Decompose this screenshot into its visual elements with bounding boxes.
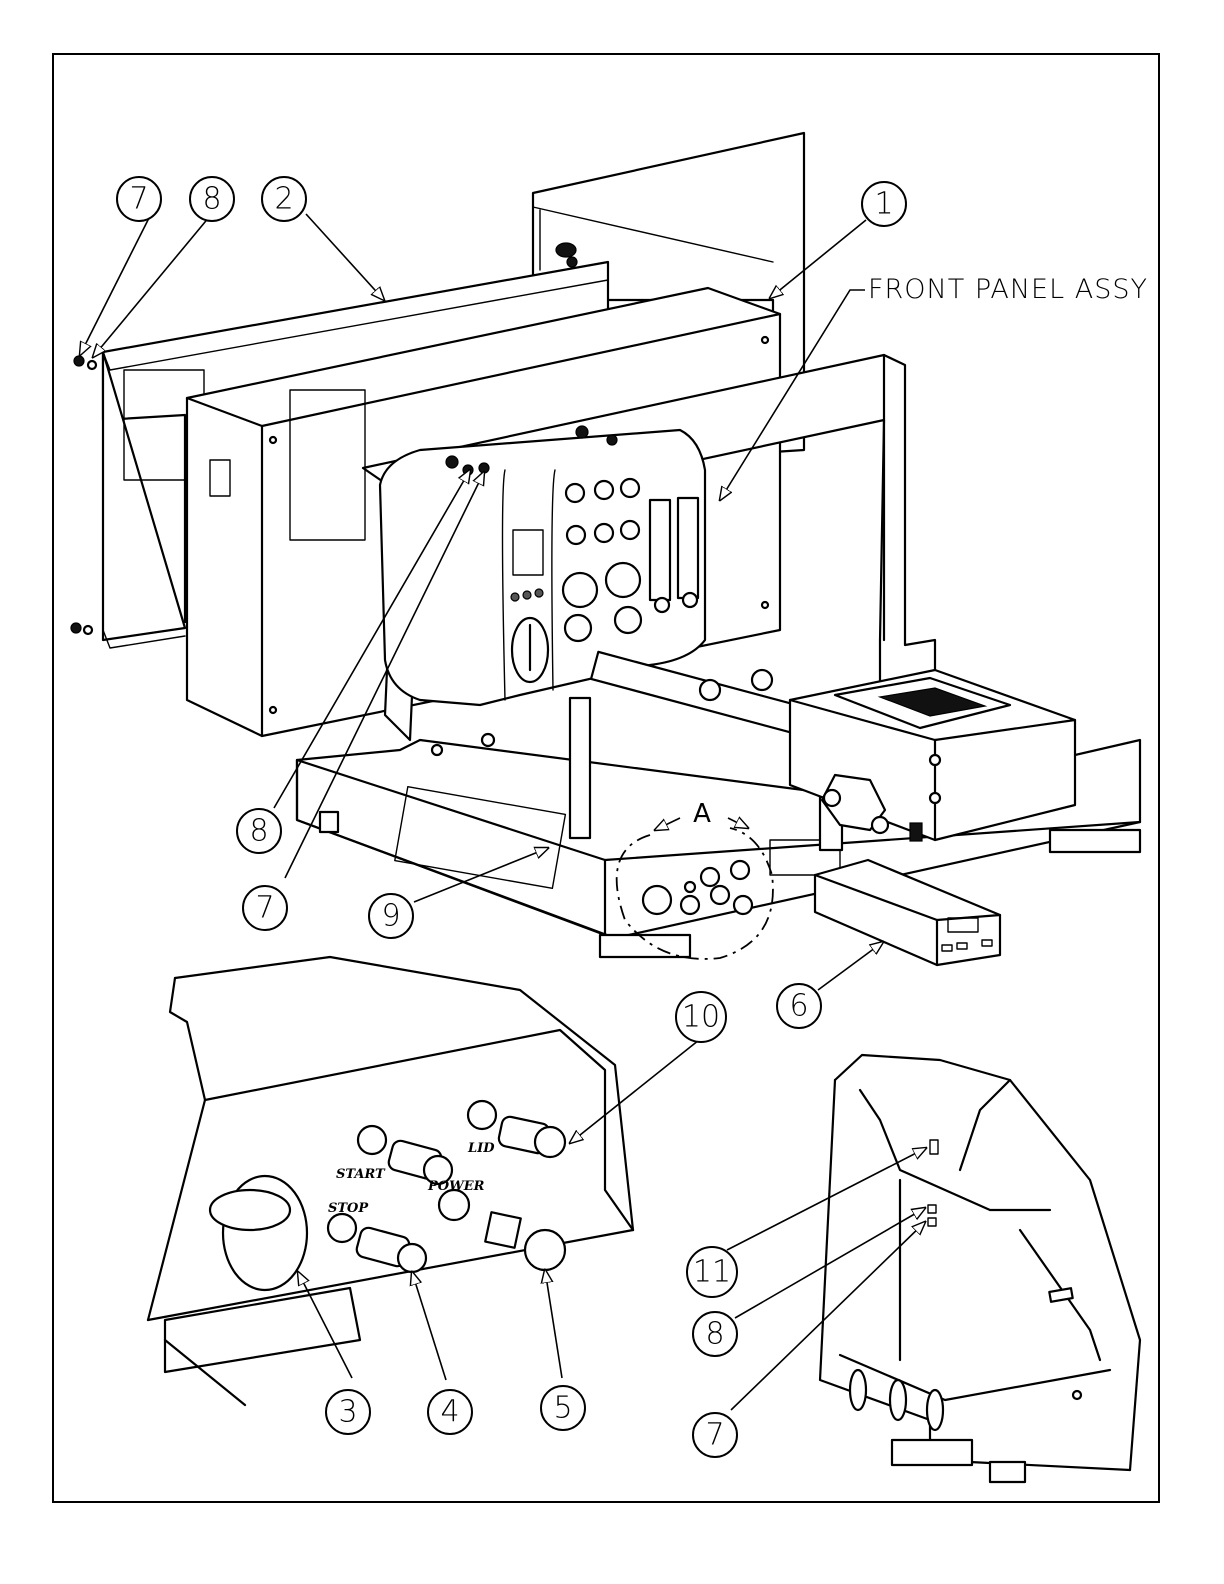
view-a-label: A [693,799,711,829]
stop-label: STOP [328,1201,369,1216]
callout-9: 9 [369,894,413,938]
front-panel-assy-note: FRONT PANEL ASSY [868,274,1148,305]
callout-11: 11 [687,1247,737,1297]
controller-module [815,860,1000,965]
callout-7-bot: 7 [693,1413,737,1457]
svg-text:9: 9 [381,899,400,934]
callout-4: 4 [428,1390,472,1434]
svg-text:8: 8 [202,182,221,217]
platen-unit [790,670,1075,841]
callout-6: 6 [777,984,821,1028]
front-panel-housing [380,426,705,705]
callout-1: 1 [862,182,906,226]
svg-text:2: 2 [274,182,293,217]
callout-8-mid: 8 [237,809,281,853]
callout-2: 2 [262,177,306,221]
callout-7-top: 7 [117,177,161,221]
callout-3: 3 [326,1390,370,1434]
callout-10: 10 [676,992,726,1042]
callout-5: 5 [541,1386,585,1430]
svg-text:3: 3 [338,1395,357,1430]
svg-text:6: 6 [789,989,808,1024]
svg-text:8: 8 [705,1317,724,1352]
callout-8-bot: 8 [693,1312,737,1356]
svg-text:4: 4 [440,1395,459,1430]
svg-text:7: 7 [129,182,148,217]
svg-text:7: 7 [255,891,274,926]
svg-text:7: 7 [705,1418,724,1453]
svg-text:1: 1 [874,187,893,222]
svg-text:10: 10 [682,1000,720,1035]
svg-text:8: 8 [249,814,268,849]
callout-7-mid: 7 [243,886,287,930]
svg-text:5: 5 [553,1391,572,1426]
main-assembly-view: A [71,133,1140,965]
svg-text:11: 11 [693,1255,731,1290]
power-label: POWER [427,1179,485,1194]
callout-8-top: 8 [190,177,234,221]
detail-a-view: START STOP POWER LID [148,957,633,1405]
corner-detail-view [820,1055,1140,1482]
start-label: START [336,1167,386,1182]
lid-label: LID [467,1141,495,1156]
